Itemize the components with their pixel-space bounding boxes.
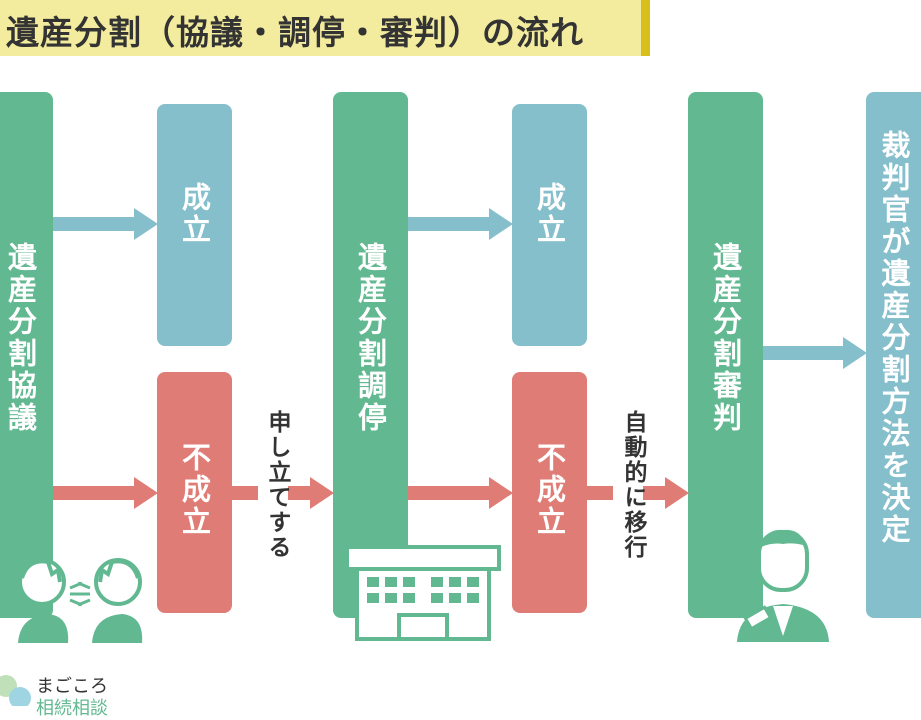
step-label: 遺産分割審判 bbox=[708, 242, 743, 434]
arrow-right-icon bbox=[232, 477, 334, 509]
courthouse-icon bbox=[345, 545, 501, 641]
logo-subtext: 相続相談 bbox=[36, 698, 108, 719]
title-text: 遺産分割（協議・調停・審判）の流れ bbox=[6, 13, 584, 52]
label-ikou: 自動的に移行 bbox=[620, 410, 646, 560]
result-seiritsu-1: 成立 bbox=[157, 104, 232, 346]
arrow-right-icon bbox=[587, 477, 689, 509]
result-fuseiritsu-2: 不成立 bbox=[512, 372, 587, 613]
step-label: 遺産分割調停 bbox=[353, 242, 388, 434]
step-label: 裁判官が遺産分割方法を決定 bbox=[877, 130, 911, 546]
arrow-right-icon bbox=[408, 208, 513, 240]
step-label: 遺産分割協議 bbox=[3, 242, 38, 434]
step-kyogi: 遺産分割協議 bbox=[0, 92, 53, 618]
step-chotei: 遺産分割調停 bbox=[333, 92, 408, 618]
step-label: 成立 bbox=[532, 182, 567, 246]
logo-text: まごころ bbox=[36, 676, 108, 697]
step-label: 不成立 bbox=[177, 442, 212, 538]
step-label: 不成立 bbox=[532, 442, 567, 538]
people-talking-icon bbox=[18, 558, 143, 643]
arrow-right-icon bbox=[53, 208, 158, 240]
label-moushitate: 申し立てする bbox=[264, 410, 290, 560]
judge-icon bbox=[737, 529, 829, 642]
logo: まごころ 相続相談 bbox=[0, 672, 108, 719]
arrow-right-icon bbox=[408, 477, 513, 509]
step-result: 裁判官が遺産分割方法を決定 bbox=[866, 92, 921, 618]
arrow-right-icon bbox=[53, 477, 158, 509]
result-seiritsu-2: 成立 bbox=[512, 104, 587, 346]
step-label: 成立 bbox=[177, 182, 212, 246]
result-fuseiritsu-1: 不成立 bbox=[157, 372, 232, 613]
page-title: 遺産分割（協議・調停・審判）の流れ bbox=[0, 0, 650, 56]
arrow-right-icon bbox=[763, 337, 867, 369]
logo-mark-icon bbox=[0, 675, 31, 709]
step-shinpan: 遺産分割審判 bbox=[688, 92, 763, 618]
